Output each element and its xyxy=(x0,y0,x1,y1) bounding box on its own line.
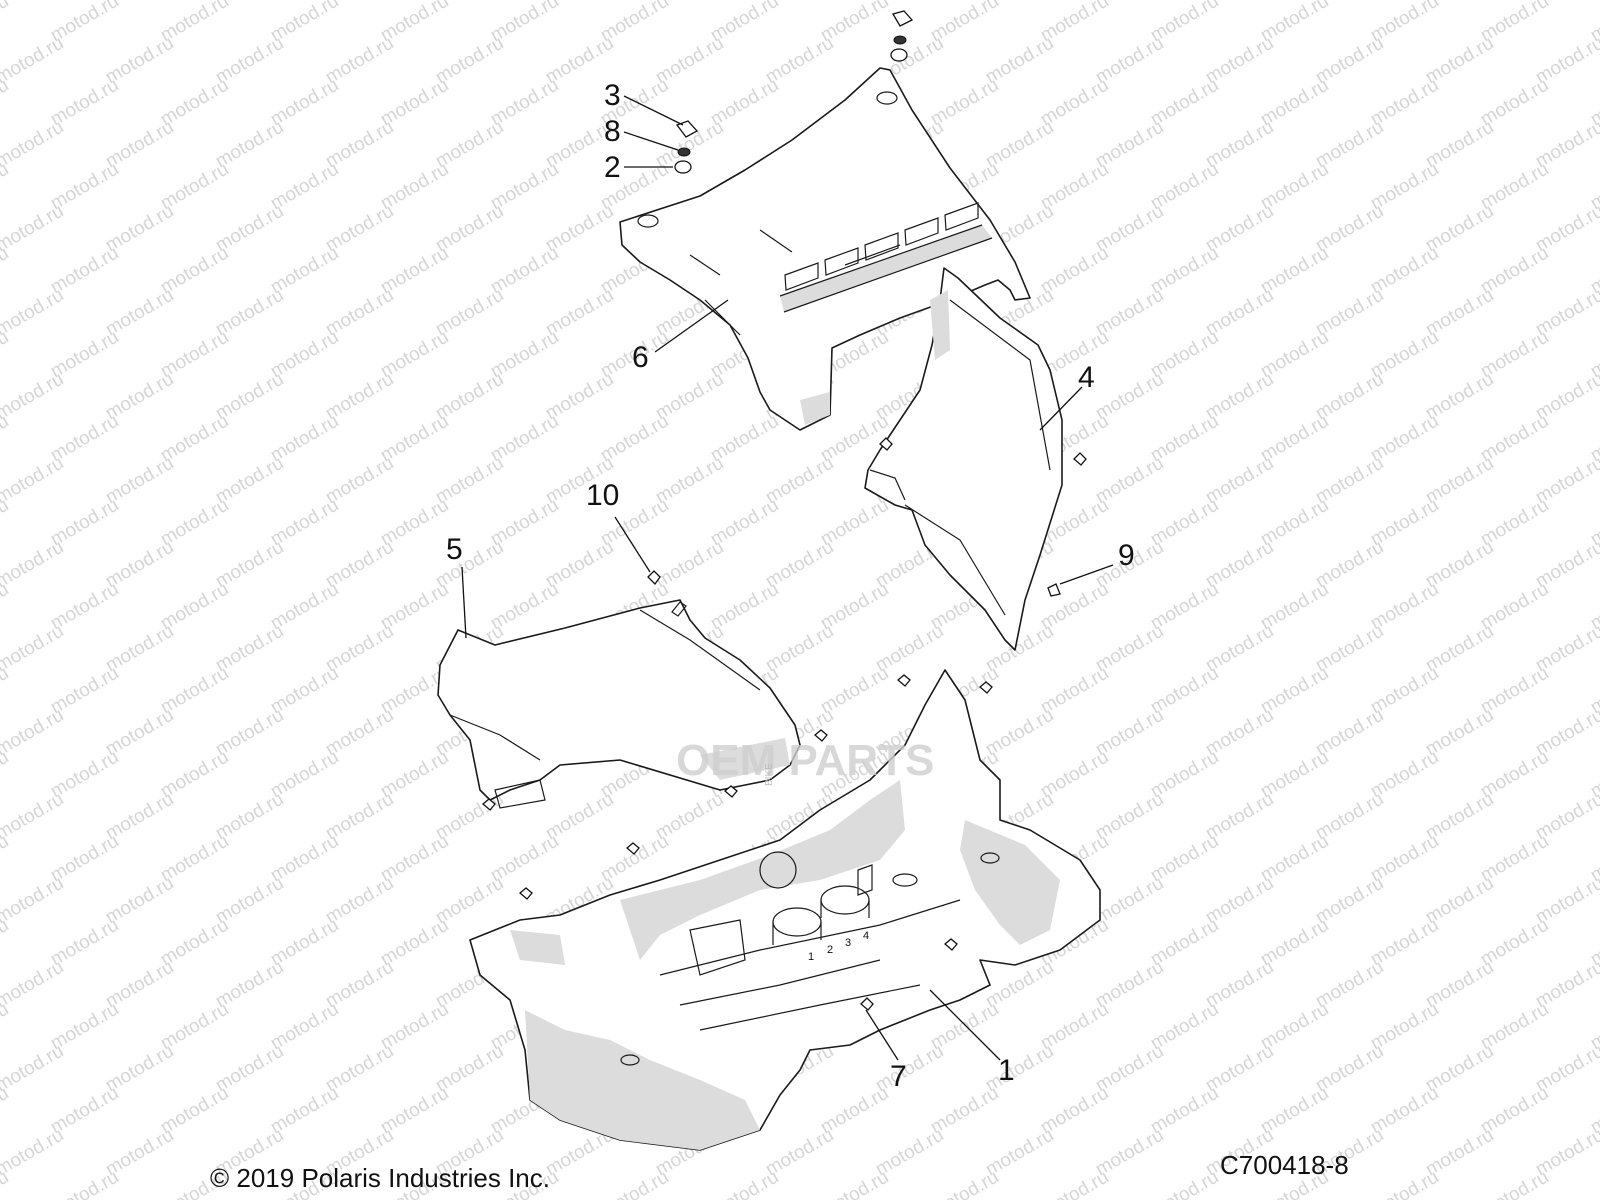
leader-lines xyxy=(461,95,1114,1061)
callout-labels: 3 8 2 6 4 10 5 9 7 1 xyxy=(446,79,1135,1093)
watermark-text: motod.ru xyxy=(0,789,67,845)
watermark-text: motod.ru xyxy=(47,1167,122,1200)
watermark-text: motod.ru xyxy=(0,537,67,593)
cupholder-number-3: 3 xyxy=(845,937,851,949)
watermark-text: motod.ru xyxy=(1147,1167,1222,1200)
watermark-text: motod.ru xyxy=(0,873,67,929)
watermark-text: motod.ru xyxy=(1587,1167,1600,1200)
watermark-text: motod.ru xyxy=(0,957,67,1013)
cupholder-number-labels: 1 2 3 4 xyxy=(808,930,869,963)
part-6-dash-top-panel xyxy=(619,67,1031,431)
watermark-text: motod.ru xyxy=(0,0,12,46)
watermark-text: motod.ru xyxy=(1367,1167,1442,1200)
watermark-text: motod.ru xyxy=(927,1167,1002,1200)
callout-4: 4 xyxy=(1078,361,1095,394)
overlay-logo-subtext: BIKE xyxy=(764,763,775,786)
cupholder-number-2: 2 xyxy=(827,944,833,956)
callout-9: 9 xyxy=(1118,539,1135,572)
watermark-text: motod.ru xyxy=(0,1125,67,1181)
watermark-text: motod.ru xyxy=(597,1167,672,1200)
part-5-left-side-panel xyxy=(437,599,801,809)
cupholder-number-1: 1 xyxy=(808,951,814,963)
callout-8: 8 xyxy=(604,115,621,148)
watermark-text: motod.ru xyxy=(0,705,67,761)
callout-2: 2 xyxy=(604,151,621,184)
footer: © 2019 Polaris Industries Inc. C700418-8 xyxy=(210,1150,1349,1193)
push-pin-fasteners xyxy=(481,437,1087,1011)
watermark-text: motod.ru xyxy=(0,621,67,677)
copyright-text: © 2019 Polaris Industries Inc. xyxy=(210,1163,550,1193)
watermark-text: motod.ru xyxy=(0,369,67,425)
watermark-text: motod.ru xyxy=(817,1167,892,1200)
watermark-text: motod.ru xyxy=(0,1041,67,1097)
figure-code: C700418-8 xyxy=(1220,1150,1349,1180)
watermark-text: motod.ru xyxy=(1037,1167,1112,1200)
callout-10: 10 xyxy=(586,479,619,512)
overlay-logo: OEM PARTS BIKE xyxy=(676,736,934,786)
watermark-text: motod.ru xyxy=(0,117,67,173)
part-4-right-side-panel xyxy=(864,267,1063,651)
callout-3: 3 xyxy=(604,79,621,112)
watermark-text: motod.ru xyxy=(0,285,67,341)
cupholder-number-4: 4 xyxy=(863,930,869,942)
callout-1: 1 xyxy=(998,1054,1015,1087)
callout-6: 6 xyxy=(632,341,649,374)
watermark-text: motod.ru xyxy=(0,453,67,509)
hardware-fastener-stack-right xyxy=(890,10,914,62)
callout-7: 7 xyxy=(890,1060,907,1093)
watermark-text: motod.ru xyxy=(707,1167,782,1200)
overlay-logo-text: OEM PARTS xyxy=(676,736,934,785)
callout-5: 5 xyxy=(446,533,463,566)
part-1-floor-firewall-assembly xyxy=(469,669,1101,1151)
watermark-text: motod.ru xyxy=(0,33,67,89)
watermark-text: motod.ru xyxy=(0,201,67,257)
watermark-text: motod.ru xyxy=(0,0,67,4)
watermark-text: motod.ru xyxy=(1477,1167,1552,1200)
